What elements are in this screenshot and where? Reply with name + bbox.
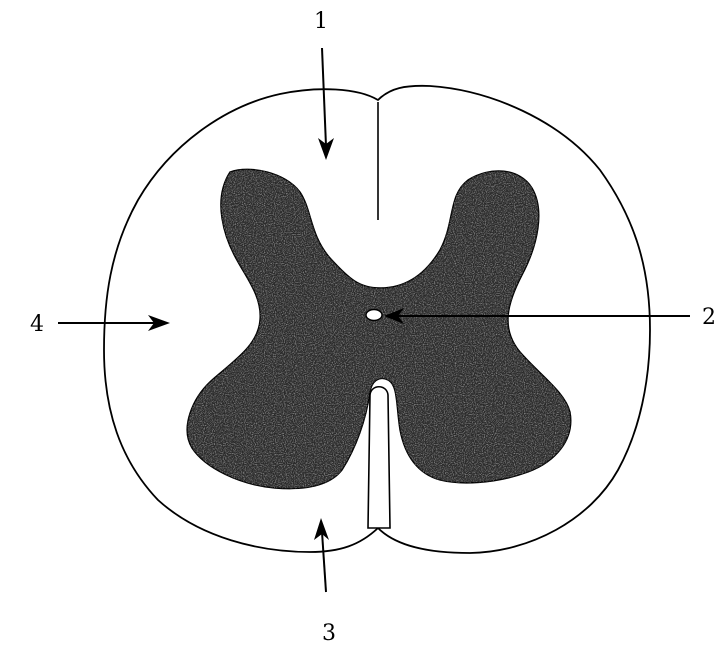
arrow-3	[314, 518, 329, 593]
label-4: 4	[30, 312, 44, 337]
ventral-median-fissure	[367, 385, 391, 529]
label-3: 3	[322, 621, 336, 646]
arrow-1	[318, 47, 334, 160]
arrow-2	[384, 308, 690, 324]
label-2: 2	[702, 305, 716, 330]
central-canal	[365, 308, 383, 322]
label-1: 1	[314, 9, 328, 34]
arrow-4	[58, 315, 170, 331]
